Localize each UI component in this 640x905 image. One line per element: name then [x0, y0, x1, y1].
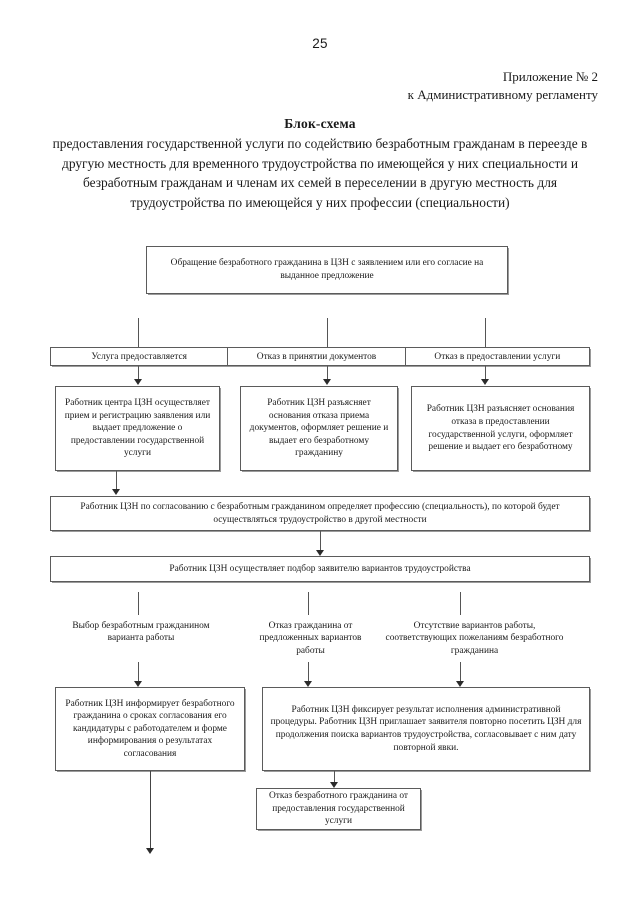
connector-start-to-label-1	[138, 318, 139, 348]
branch-label-no-variants: Отсутствие вариантов работы, соответству…	[382, 620, 567, 657]
connector-branch2-to-fix-result	[308, 662, 309, 682]
flow-box-citizen-refusal-text: Отказ безработного гражданина от предост…	[268, 791, 409, 827]
outcome-label-row: Услуга предоставляется Отказ в принятии …	[50, 347, 590, 366]
arrowhead-refusal	[330, 782, 338, 788]
connector-branch3-to-fix-result	[460, 662, 461, 682]
flow-box-job-selection: Работник ЦЗН осуществляет подбор заявите…	[50, 556, 590, 582]
flow-box-refuse-service-text: Работник ЦЗН разъясняет основания отказа…	[426, 404, 575, 453]
appendix-regulation: к Административному регламенту	[407, 87, 598, 102]
connector-selection-to-branch-3	[460, 592, 461, 615]
connector-box1-to-profession	[116, 471, 117, 490]
flow-box-fix-result-text: Работник ЦЗН фиксирует результат исполне…	[270, 704, 582, 753]
outcome-label-0-text: Услуга предоставляется	[91, 351, 187, 362]
connector-fix-result-to-refusal	[334, 771, 335, 783]
connector-selection-to-branch-1	[138, 592, 139, 615]
page-subtitle: предоставления государственной услуги по…	[52, 136, 588, 210]
flow-box-refuse-documents-text: Работник ЦЗН разъясняет основания отказа…	[249, 398, 389, 459]
flow-box-start: Обращение безработного гражданина в ЦЗН …	[146, 246, 508, 294]
connector-selection-to-branch-2	[308, 592, 309, 615]
connector-label3-to-box3	[485, 366, 486, 380]
connector-profession-to-selection	[320, 531, 321, 551]
flow-box-inform-applicant: Работник ЦЗН информирует безработного гр…	[55, 687, 245, 771]
connector-inform-downward	[150, 771, 151, 849]
flow-box-refuse-documents: Работник ЦЗН разъясняет основания отказа…	[240, 386, 398, 471]
appendix-number: Приложение № 2	[502, 69, 598, 84]
connector-start-to-label-3	[485, 318, 486, 348]
outcome-label-service-refused: Отказ в предоставлении услуги	[404, 348, 589, 365]
connector-start-to-label-2	[327, 318, 328, 348]
outcome-label-service-provided: Услуга предоставляется	[51, 348, 227, 365]
flow-box-accept-registration: Работник центра ЦЗН осуществляет прием и…	[55, 386, 220, 471]
outcome-label-1-text: Отказ в принятии документов	[256, 351, 377, 362]
arrowhead-inform	[134, 681, 142, 687]
arrowhead-inform-downward	[146, 848, 154, 854]
flow-box-job-selection-text: Работник ЦЗН осуществляет подбор заявите…	[169, 563, 471, 574]
arrowhead-box3	[481, 379, 489, 385]
arrowhead-box1	[134, 379, 142, 385]
arrowhead-selection	[316, 550, 324, 556]
outcome-label-documents-refused: Отказ в принятии документов	[227, 348, 404, 365]
flow-box-citizen-refusal: Отказ безработного гражданина от предост…	[256, 788, 421, 830]
flow-box-profession-agreement: Работник ЦЗН по согласованию с безработн…	[50, 496, 590, 531]
flow-box-inform-applicant-text: Работник ЦЗН информирует безработного гр…	[65, 698, 235, 759]
arrowhead-profession	[112, 489, 120, 495]
page-title: Блок-схема	[284, 116, 356, 131]
flow-box-refuse-service: Работник ЦЗН разъясняет основания отказа…	[411, 386, 590, 471]
arrowhead-box2	[323, 379, 331, 385]
arrowhead-fix-result-left	[304, 681, 312, 687]
appendix-reference: Приложение № 2 к Административному регла…	[408, 68, 598, 104]
arrowhead-fix-result-right	[456, 681, 464, 687]
branch-label-variant-refused: Отказ гражданина от предложенных вариант…	[248, 620, 373, 657]
connector-label2-to-box2	[327, 366, 328, 380]
branch-label-0-text: Выбор безработным гражданином варианта р…	[72, 621, 210, 644]
branch-label-2-text: Отсутствие вариантов работы, соответству…	[385, 621, 564, 656]
flow-box-fix-result: Работник ЦЗН фиксирует результат исполне…	[262, 687, 590, 771]
page-number: 25	[312, 36, 328, 51]
branch-label-1-text: Отказ гражданина от предложенных вариант…	[259, 621, 362, 656]
flow-box-profession-agreement-text: Работник ЦЗН по согласованию с безработн…	[80, 501, 560, 525]
connector-branch1-to-inform	[138, 662, 139, 682]
flow-box-start-text: Обращение безработного гражданина в ЦЗН …	[170, 258, 484, 281]
branch-label-variant-chosen: Выбор безработным гражданином варианта р…	[56, 620, 226, 645]
connector-label1-to-box1	[138, 366, 139, 380]
outcome-label-2-text: Отказ в предоставлении услуги	[434, 351, 561, 362]
flow-box-accept-registration-text: Работник центра ЦЗН осуществляет прием и…	[64, 398, 211, 459]
